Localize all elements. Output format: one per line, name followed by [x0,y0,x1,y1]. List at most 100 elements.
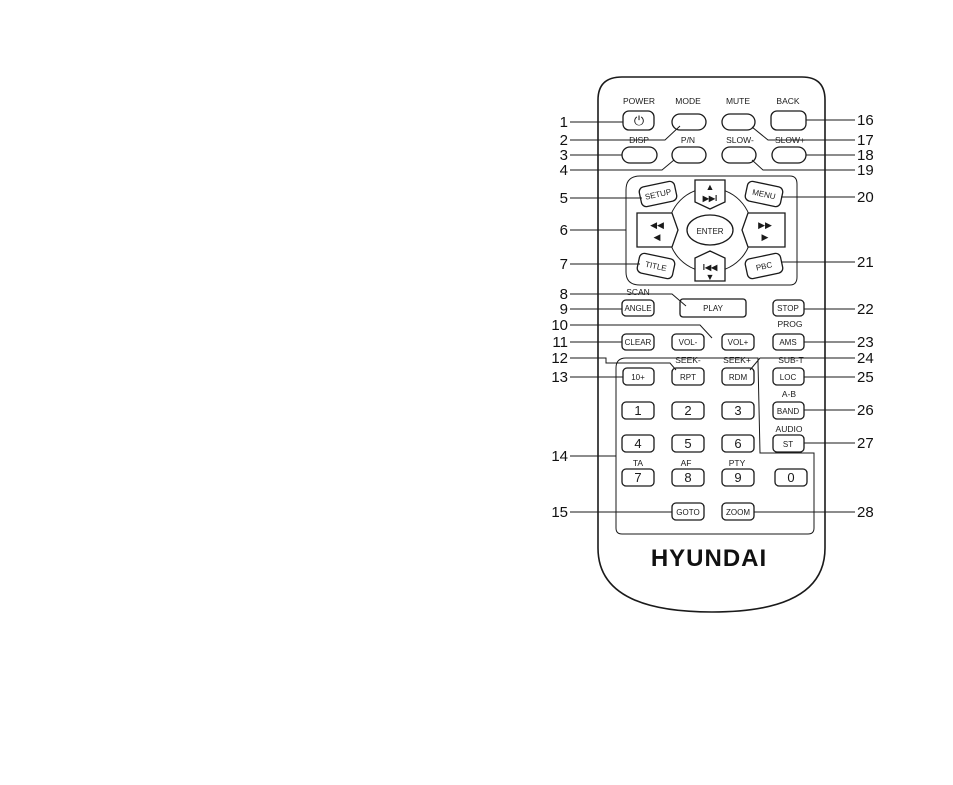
svg-text:16: 16 [857,112,874,129]
svg-text:4: 4 [634,436,641,451]
down-arrow-icon: ▼ [706,272,715,282]
digit-2-button[interactable]: 2 [671,401,705,420]
enter-button[interactable]: ENTER [686,214,734,246]
digit-9-button[interactable]: 9 [721,468,755,487]
title-button[interactable]: TITLE [636,252,676,280]
label-af: AF [681,458,692,468]
left-arrow-icon: ◀ [654,232,661,242]
up-next-button[interactable]: ▲ ▶▶I [694,179,726,210]
label-pty: PTY [729,458,746,468]
digit-3-button[interactable]: 3 [721,401,755,420]
rpt-button[interactable]: RPT [671,367,705,386]
svg-text:ST: ST [783,440,793,449]
rewind-left-button[interactable]: ◀◀ ◀ [636,212,679,248]
label-sub-t: SUB-T [778,355,804,365]
svg-text:ZOOM: ZOOM [726,508,750,517]
svg-text:VOL-: VOL- [679,338,698,347]
label-audio: AUDIO [776,424,803,434]
rewind-icon: ◀◀ [650,220,664,230]
svg-text:27: 27 [857,435,874,452]
zoom-button[interactable]: ZOOM [721,502,755,521]
label-back: BACK [776,96,799,106]
play-button[interactable]: PLAY [679,298,747,318]
clear-button[interactable]: CLEAR [621,333,655,351]
svg-text:24: 24 [857,350,874,367]
numpad-enclosure [615,357,815,535]
digit-6-button[interactable]: 6 [721,434,755,453]
svg-text:28: 28 [857,504,874,521]
svg-text:ANGLE: ANGLE [624,304,651,313]
vol-minus-button[interactable]: VOL- [671,333,705,351]
digit-4-button[interactable]: 4 [621,434,655,453]
slow-minus-button[interactable] [721,146,757,164]
band-button[interactable]: BAND [772,401,805,420]
disp-button[interactable] [621,146,658,164]
digit-7-button[interactable]: 7 [621,468,655,487]
slow-plus-button[interactable] [771,146,807,164]
digit-1-button[interactable]: 1 [621,401,655,420]
label-pn: P/N [681,135,695,145]
label-ta: TA [633,458,644,468]
ams-button[interactable]: AMS [772,333,805,351]
svg-text:TITLE: TITLE [644,260,667,273]
callout-lines-left [570,121,713,513]
mute-button[interactable] [721,113,756,131]
svg-text:1: 1 [634,403,641,418]
digit-0-button[interactable]: 0 [774,468,808,487]
right-arrow-icon: ▶ [762,232,769,242]
svg-text:7: 7 [634,470,641,485]
digit-8-button[interactable]: 8 [671,468,705,487]
svg-text:GOTO: GOTO [676,508,699,517]
svg-text:ENTER: ENTER [696,227,723,236]
angle-button[interactable]: ANGLE [621,299,655,317]
up-arrow-icon: ▲ [706,182,715,192]
stop-button[interactable]: STOP [772,299,805,317]
svg-text:8: 8 [684,470,691,485]
callout-lines-right [749,119,855,513]
ff-right-button[interactable]: ▶▶ ▶ [741,212,786,248]
svg-text:14: 14 [551,448,568,465]
loc-button[interactable]: LOC [772,367,805,386]
svg-text:2: 2 [684,403,691,418]
svg-text:10+: 10+ [631,373,645,382]
svg-text:11: 11 [552,334,568,351]
ten-plus-button[interactable]: 10+ [622,367,655,386]
st-button[interactable]: ST [772,434,805,453]
svg-text:5: 5 [560,190,568,207]
prev-down-button[interactable]: I◀◀ ▼ [694,250,726,282]
label-seek-minus: SEEK- [675,355,701,365]
svg-text:BAND: BAND [777,407,799,416]
setup-button[interactable]: SETUP [638,180,678,208]
power-button[interactable]: ⏻ [622,110,655,131]
label-mode: MODE [675,96,701,106]
svg-text:15: 15 [551,504,568,521]
label-prog: PROG [777,319,802,329]
callout-numbers-left: 1 2 3 4 5 6 7 8 9 10 11 12 13 14 15 [551,114,568,521]
svg-text:LOC: LOC [780,373,797,382]
digit-5-button[interactable]: 5 [671,434,705,453]
svg-text:3: 3 [734,403,741,418]
pn-button[interactable] [671,146,707,164]
svg-text:PLAY: PLAY [703,304,724,313]
menu-button[interactable]: MENU [744,180,784,208]
back-button[interactable] [770,110,807,131]
goto-button[interactable]: GOTO [671,502,705,521]
svg-text:12: 12 [551,350,568,367]
svg-text:20: 20 [857,189,874,206]
label-a-b: A-B [782,389,797,399]
mode-button[interactable] [671,113,707,131]
svg-text:7: 7 [560,256,568,273]
svg-text:17: 17 [857,132,874,149]
svg-text:2: 2 [560,132,568,149]
svg-text:19: 19 [857,162,874,179]
brand-logo: HYUNDAI [651,545,767,572]
label-slow-minus: SLOW- [726,135,754,145]
svg-text:VOL+: VOL+ [728,338,749,347]
svg-text:18: 18 [857,147,874,164]
svg-text:22: 22 [857,301,874,318]
rdm-button[interactable]: RDM [721,367,755,386]
svg-text:0: 0 [787,470,794,485]
vol-plus-button[interactable]: VOL+ [721,333,755,351]
svg-text:8: 8 [560,286,568,303]
